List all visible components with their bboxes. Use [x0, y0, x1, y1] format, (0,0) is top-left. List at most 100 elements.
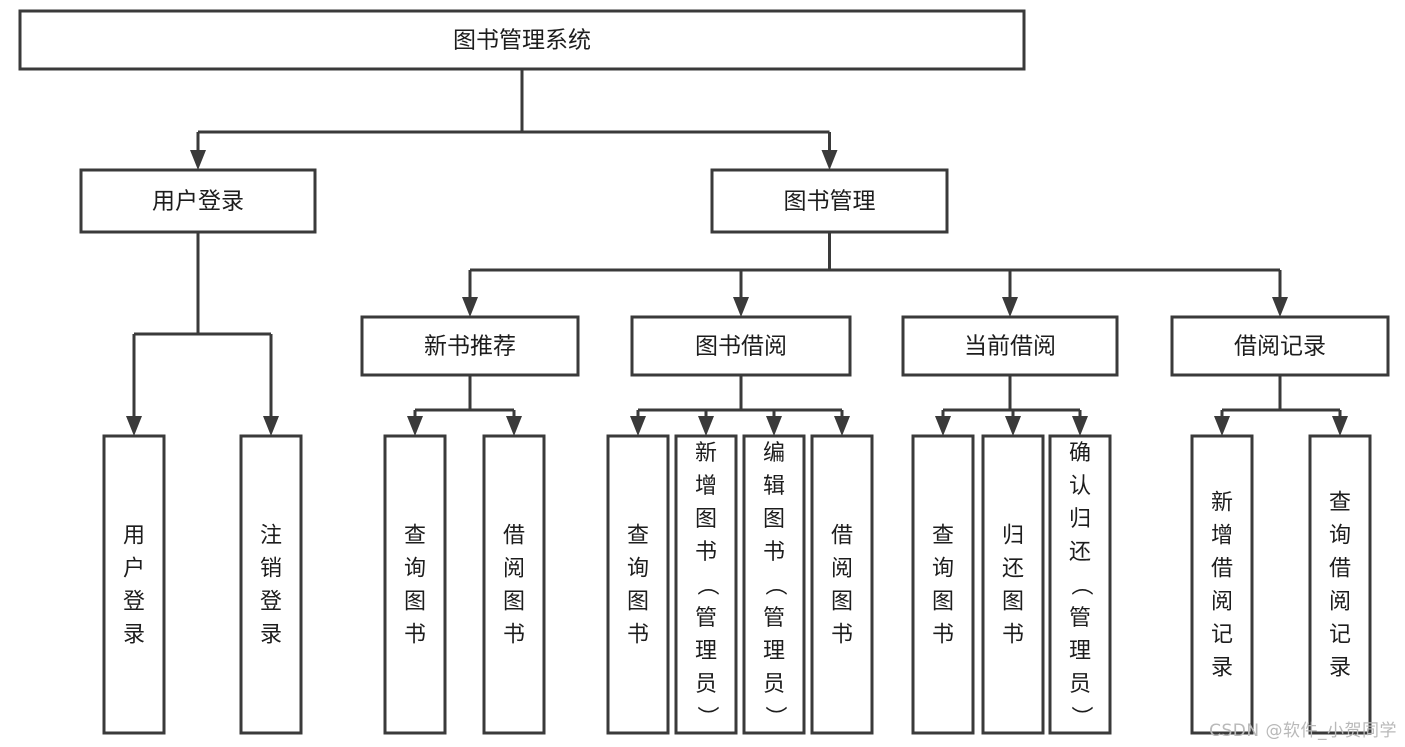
node-label-char: 辑: [763, 474, 785, 499]
node-label-char: 图: [1002, 589, 1024, 614]
node-label-char: 查: [404, 523, 426, 548]
node-box: [981, 434, 1045, 735]
node-label-char: 书: [763, 540, 785, 565]
node-label-char: 图: [831, 589, 853, 614]
node-label: 图书管理系统: [453, 28, 591, 54]
node-user-login: 用户登录: [79, 168, 317, 234]
node-label-char: 图: [627, 589, 649, 614]
node-label-char: 录: [1329, 655, 1351, 680]
node-label-char: 图: [503, 589, 525, 614]
node-label-char: （: [1068, 574, 1093, 596]
node-label-char: 借: [1211, 556, 1233, 581]
node-label-char: 用: [123, 523, 145, 548]
connector-layer: [126, 69, 1348, 436]
node-label-char: 书: [404, 622, 426, 647]
node-label-char: 还: [1069, 540, 1091, 565]
node-label-char: 管: [1069, 606, 1091, 631]
node-book-manage: 图书管理: [710, 168, 949, 234]
node-label-char: 查: [627, 523, 649, 548]
node-label-char: 员: [1069, 672, 1091, 697]
node-label-char: 借: [831, 523, 853, 548]
node-label-char: 确: [1069, 441, 1091, 466]
node-label-char: 归: [1069, 507, 1091, 532]
node-label-char: 户: [123, 556, 145, 581]
watermark-text: CSDN @软件_小贺同学: [1209, 721, 1397, 741]
node-root: 图书管理系统: [18, 9, 1026, 71]
node-label-char: 询: [404, 556, 426, 581]
node-label-char: 员: [763, 672, 785, 697]
node-label-char: 理: [763, 639, 785, 664]
node-label-char: 书: [932, 622, 954, 647]
node-label-char: 书: [831, 622, 853, 647]
node-label-char: 编: [763, 441, 785, 466]
node-label-char: 管: [763, 606, 785, 631]
node-label: 图书借阅: [695, 334, 787, 360]
node-box: [79, 168, 317, 234]
node-label-char: 记: [1329, 622, 1351, 647]
node-label-char: 录: [260, 622, 282, 647]
node-label-char: 阅: [831, 556, 853, 581]
node-box: [810, 434, 874, 735]
node-label-char: 注: [260, 523, 282, 548]
node-label-char: 询: [1329, 523, 1351, 548]
node-label-char: 录: [1211, 655, 1233, 680]
node-label-char: 登: [260, 589, 282, 614]
node-box: [482, 434, 546, 735]
node-box: [1170, 315, 1390, 377]
node-label-char: 图: [404, 589, 426, 614]
node-label-char: 增: [1211, 523, 1233, 548]
node-label: 借阅记录: [1234, 334, 1326, 360]
node-label: 当前借阅: [964, 334, 1056, 360]
node-box: [1048, 434, 1112, 735]
node-current-borrow: 当前借阅: [901, 315, 1119, 377]
node-label-char: 理: [1069, 639, 1091, 664]
node-label-char: 书: [695, 540, 717, 565]
node-label-char: 记: [1211, 622, 1233, 647]
node-label-char: 管: [695, 606, 717, 631]
node-label-char: 新: [695, 441, 717, 466]
node-label-char: ）: [762, 706, 787, 728]
node-label-char: 借: [1329, 556, 1351, 581]
node-label-char: （: [694, 574, 719, 596]
node-label-char: 阅: [503, 556, 525, 581]
node-label-char: 新: [1211, 490, 1233, 515]
node-label: 图书管理: [784, 189, 876, 215]
node-label-char: 图: [695, 507, 717, 532]
node-label: 新书推荐: [424, 334, 516, 360]
node-label-char: 归: [1002, 523, 1024, 548]
node-box: [911, 434, 975, 735]
node-box: [674, 434, 738, 735]
node-label-char: 登: [123, 589, 145, 614]
node-label: 用户登录: [152, 189, 244, 215]
node-label-char: 阅: [1329, 589, 1351, 614]
node-book-borrow: 图书借阅: [630, 315, 852, 377]
node-box: [742, 434, 806, 735]
node-label-char: 增: [695, 474, 717, 499]
node-label-char: 员: [695, 672, 717, 697]
node-label-char: ）: [694, 706, 719, 728]
node-box: [630, 315, 852, 377]
node-label-char: 书: [503, 622, 525, 647]
node-new-book-rec: 新书推荐: [360, 315, 580, 377]
node-label-char: （: [762, 574, 787, 596]
node-label-char: 理: [695, 639, 717, 664]
node-label-char: 认: [1069, 474, 1091, 499]
node-label-char: 询: [627, 556, 649, 581]
node-box: [102, 434, 166, 735]
node-label-char: 销: [260, 556, 282, 581]
node-borrow-record: 借阅记录: [1170, 315, 1390, 377]
node-box: [1190, 434, 1254, 735]
